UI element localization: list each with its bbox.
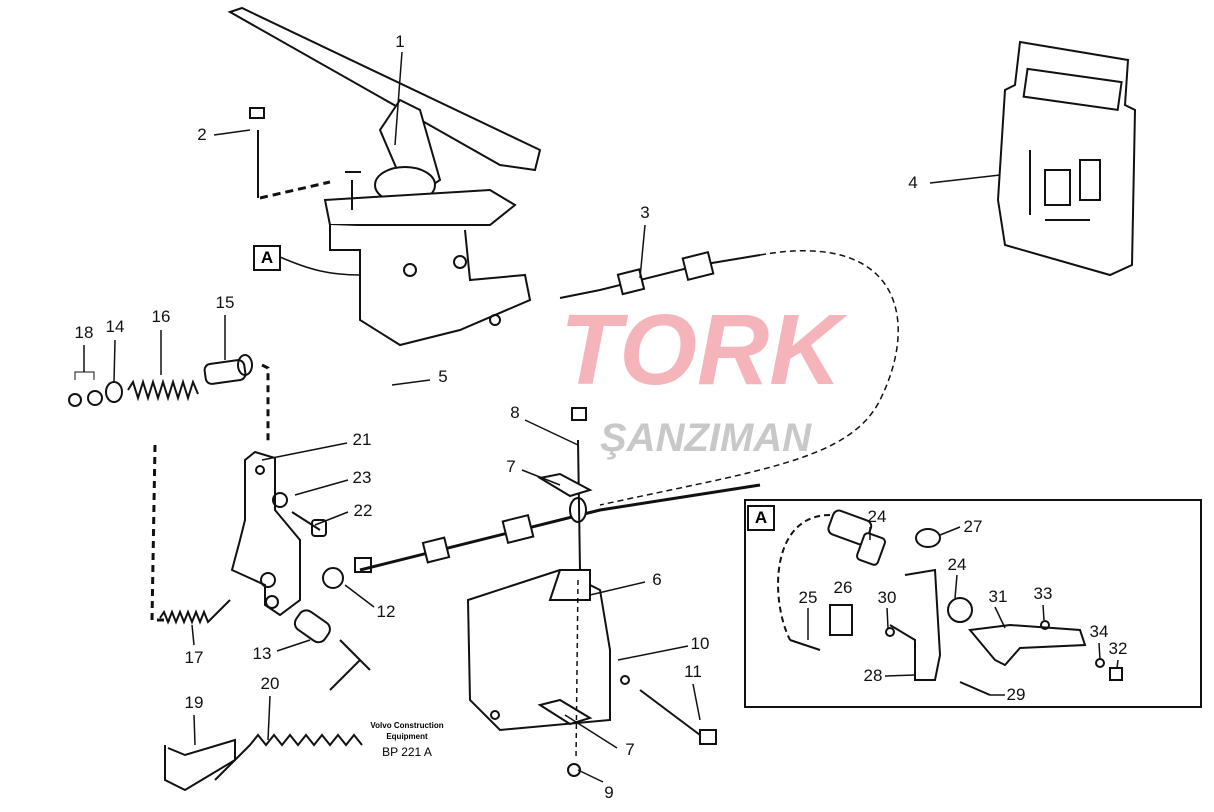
- inset-callout-24: 24: [867, 507, 887, 526]
- inset-callout-33: 33: [1033, 584, 1053, 603]
- callout-5: 5: [438, 367, 448, 386]
- footer-line1: Volvo Construction: [370, 721, 444, 730]
- accelerator-pedal: [227, 6, 542, 347]
- callout-12: 12: [376, 602, 396, 621]
- callout-8: 8: [510, 403, 520, 422]
- inset-callout-26: 26: [833, 578, 853, 597]
- inset-callout-24: 24: [947, 555, 967, 574]
- inset-callout-27: 27: [963, 517, 983, 536]
- callout-4: 4: [908, 173, 918, 192]
- detail-a-inset: [744, 499, 1202, 708]
- inset-callout-29: 29: [1006, 685, 1026, 704]
- inset-callout-31: 31: [988, 587, 1008, 606]
- footer-line2: Equipment: [386, 732, 428, 741]
- inset-title: A: [747, 505, 775, 531]
- callout-19: 19: [184, 693, 204, 712]
- drawing-code: BP 221 A: [382, 745, 432, 759]
- callout-6: 6: [652, 570, 662, 589]
- callout-11: 11: [684, 662, 702, 681]
- callout-21: 21: [352, 430, 372, 449]
- inset-callout-32: 32: [1108, 639, 1128, 658]
- callout-20: 20: [260, 674, 280, 693]
- watermark-brand: TORK: [560, 294, 842, 406]
- callout-17: 17: [184, 648, 204, 667]
- callout-15: 15: [215, 293, 235, 312]
- callout-3: 3: [640, 203, 650, 222]
- inset-callout-28: 28: [863, 666, 883, 685]
- callout-10: 10: [690, 634, 710, 653]
- leader-lines: [83, 51, 1001, 783]
- callout-9: 9: [604, 783, 614, 802]
- callout-2: 2: [197, 125, 207, 144]
- lever-bracket: [159, 450, 372, 644]
- callout-13: 13: [252, 644, 272, 663]
- callout-18: 18: [74, 323, 94, 342]
- inset-callout-34: 34: [1089, 622, 1109, 641]
- inset-callout-25: 25: [798, 588, 818, 607]
- detail-ref-a: A: [253, 245, 281, 271]
- spring-assembly: [68, 354, 270, 622]
- callout-7: 7: [506, 457, 516, 476]
- callout-7: 7: [625, 740, 635, 759]
- callout-1: 1: [395, 32, 405, 51]
- callout-16: 16: [151, 307, 171, 326]
- mounting-bracket: [466, 407, 717, 777]
- watermark-sub: ŞANZIMAN: [600, 416, 812, 460]
- callout-14: 14: [105, 317, 125, 336]
- parts-bag: [996, 40, 1137, 277]
- throttle-cable: [359, 250, 899, 572]
- return-spring-parts: [164, 639, 371, 792]
- callout-22: 22: [353, 501, 373, 520]
- callout-23: 23: [352, 468, 372, 487]
- inset-callout-30: 30: [877, 588, 897, 607]
